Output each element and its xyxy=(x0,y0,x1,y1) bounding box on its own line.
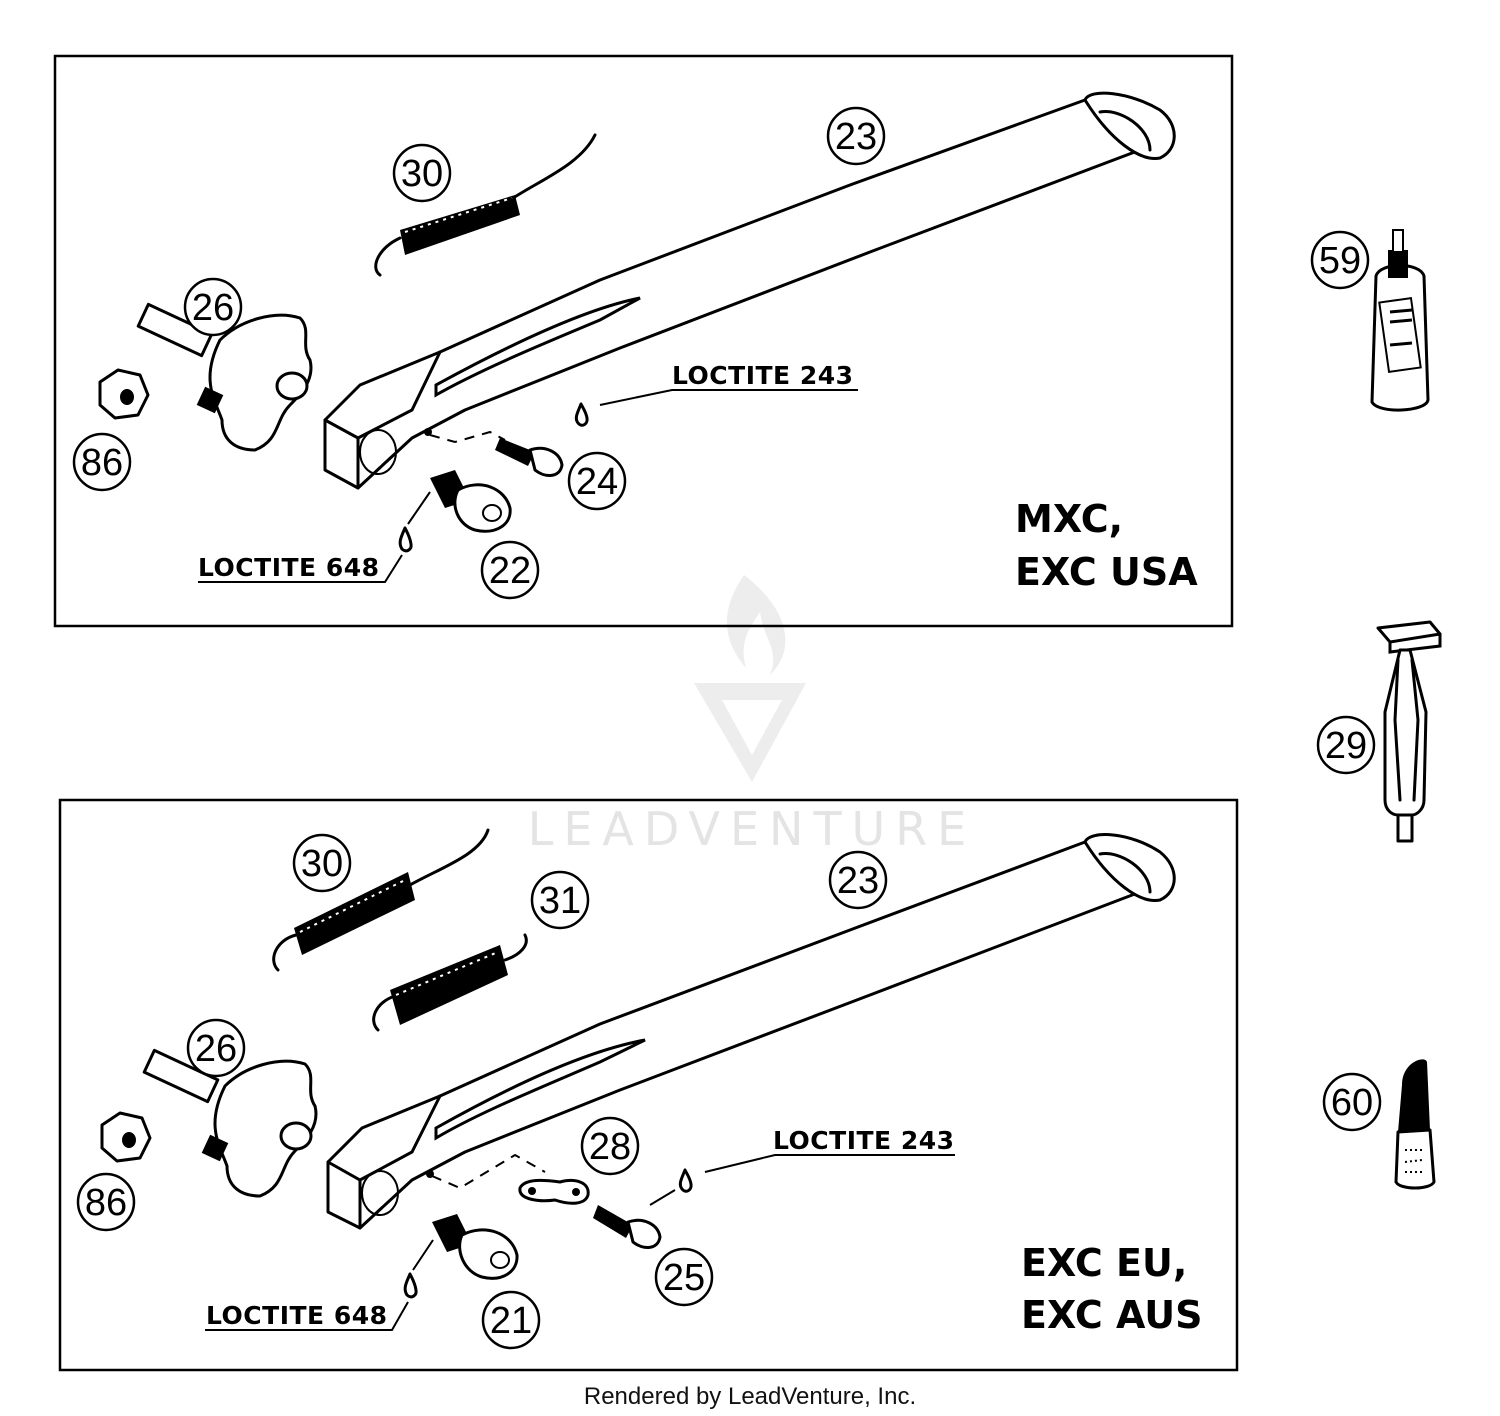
svg-text:24: 24 xyxy=(576,461,618,503)
bottle-icon xyxy=(1370,229,1430,412)
screw-icon xyxy=(593,1205,662,1249)
svg-text:23: 23 xyxy=(835,116,877,158)
svg-text:28: 28 xyxy=(589,1126,631,1168)
callout-86: 86 xyxy=(72,432,132,492)
side-part-29: 29 xyxy=(1316,620,1442,843)
svg-text:30: 30 xyxy=(401,153,443,195)
callout-23: 23 xyxy=(828,850,888,910)
spring-icon xyxy=(272,828,490,972)
callout-31: 31 xyxy=(530,870,590,930)
variant-label-line-2: EXC USA xyxy=(1015,550,1198,594)
svg-text:30: 30 xyxy=(301,843,343,885)
panel-frame xyxy=(58,798,1239,1372)
callout-28: 28 xyxy=(580,1116,640,1176)
svg-text:26: 26 xyxy=(195,1028,237,1070)
nut-icon xyxy=(100,1111,152,1163)
callout-24: 24 xyxy=(567,451,627,511)
side-part-60: 60 xyxy=(1322,1059,1436,1190)
tool-icon xyxy=(1376,620,1442,843)
callout-60: 60 xyxy=(1322,1072,1382,1132)
kickstand-icon xyxy=(326,833,1176,1230)
variant-label-line-1: MXC, xyxy=(1015,497,1123,541)
callout-22: 22 xyxy=(480,540,540,600)
variant-label-line-1: EXC EU, xyxy=(1021,1241,1187,1285)
svg-text:59: 59 xyxy=(1319,240,1361,282)
bushing-icon xyxy=(432,1214,519,1280)
callout-21: 21 xyxy=(481,1290,541,1350)
svg-text:22: 22 xyxy=(489,550,531,592)
callout-30: 30 xyxy=(292,833,352,893)
screw-icon xyxy=(495,438,564,477)
svg-text:23: 23 xyxy=(837,860,879,902)
drop-icon xyxy=(678,1168,693,1193)
svg-text:29: 29 xyxy=(1325,725,1367,767)
svg-text:26: 26 xyxy=(192,287,234,329)
drop-icon xyxy=(403,1272,418,1299)
panel-frame xyxy=(53,54,1234,628)
panel-exc-eu-exc-aus: 30 31 23 26 86 28 25 21 LOCTI xyxy=(58,798,1239,1372)
callout-29: 29 xyxy=(1316,715,1376,775)
loctite-243-label: LOCTITE 243 xyxy=(672,361,854,390)
bushing-icon xyxy=(430,470,512,533)
nut-icon xyxy=(98,368,150,420)
kickstand-icon xyxy=(323,91,1176,490)
pivot-bolt-icon xyxy=(142,1048,318,1198)
svg-text:86: 86 xyxy=(81,442,123,484)
variant-label-line-2: EXC AUS xyxy=(1021,1293,1202,1337)
drop-icon xyxy=(574,402,589,427)
callout-26: 26 xyxy=(183,277,243,337)
callout-59: 59 xyxy=(1310,230,1370,290)
svg-text:21: 21 xyxy=(490,1300,532,1342)
callout-86: 86 xyxy=(76,1172,136,1232)
watermark: LEADVENTURE xyxy=(528,575,977,856)
svg-text:60: 60 xyxy=(1331,1082,1373,1124)
svg-text:25: 25 xyxy=(663,1257,705,1299)
side-part-59: 59 xyxy=(1310,229,1430,412)
loctite-243-label: LOCTITE 243 xyxy=(773,1126,955,1155)
loctite-648-label: LOCTITE 648 xyxy=(198,553,380,582)
drop-icon xyxy=(398,526,413,553)
tube-icon xyxy=(1394,1059,1436,1190)
loctite-648-label: LOCTITE 648 xyxy=(206,1301,388,1330)
footer-credit: Rendered by LeadVenture, Inc. xyxy=(584,1383,916,1410)
spring-icon xyxy=(372,933,528,1032)
callout-30: 30 xyxy=(392,143,452,203)
callout-26: 26 xyxy=(186,1018,246,1078)
callout-23: 23 xyxy=(826,106,886,166)
watermark-logo-icon xyxy=(694,575,806,782)
plate-icon xyxy=(518,1178,590,1205)
pivot-bolt-icon xyxy=(136,302,313,452)
svg-text:86: 86 xyxy=(85,1182,127,1224)
spring-icon xyxy=(374,133,597,277)
callout-25: 25 xyxy=(654,1247,714,1307)
panel-mxc-exc-usa: 30 23 26 86 24 22 LOCTITE 243 LOCTITE 64… xyxy=(53,54,1234,628)
svg-text:31: 31 xyxy=(539,880,581,922)
watermark-text: LEADVENTURE xyxy=(528,802,977,856)
